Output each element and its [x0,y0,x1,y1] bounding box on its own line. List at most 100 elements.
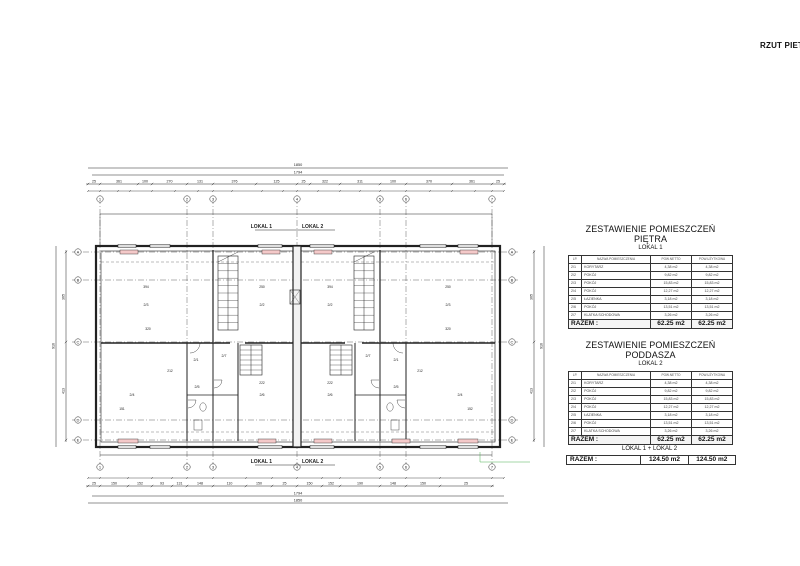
axis-letter: A [511,249,514,254]
axis-bubble [402,463,410,471]
inner-dim: 212 [417,369,423,373]
lokal-label-top: LOKAL 2 [302,224,324,230]
cell-uzytkowa: 9,82 m2 [690,387,734,396]
bottom-dim-tick [438,484,442,488]
skylight [459,249,479,255]
axis-bubble [508,338,516,346]
col-name: NAZWA POMIESZCZENIA [581,255,651,264]
top-dim-tick-2 [98,189,102,193]
cell-netto: 9,82 m2 [649,271,692,280]
schedule-poddasza-unit: LOKAL 2 [638,361,663,367]
cell-lp: 2/4 [567,287,583,296]
axis-bubble [508,248,516,256]
top-dim-tick [254,182,258,186]
cell-name: POKÓJ [581,287,651,296]
top-dim-tick [502,182,506,186]
top-dim-tick-2 [428,189,432,193]
bottom-dim-tick [185,484,189,488]
lokal-label-bottom: LOKAL 1 [251,459,273,465]
bottom-dim-label: 152 [137,482,143,486]
cell-name: POKÓJ [581,279,651,288]
bottom-dim-tick [378,484,382,488]
col-lp: LP. [567,371,583,380]
cell-name: POKÓJ [581,395,651,404]
cell-netto: 13,51 m2 [649,303,692,312]
axis-number: 4 [296,464,299,469]
top-dim-tick-2 [116,189,120,193]
axis-bubble [74,248,82,256]
bottom-dim-label: 148 [197,482,203,486]
shower-icon [193,419,203,431]
table-header-row: LP. NAZWA POMIESZCZENIA POW.NETTO POW.UŻ… [567,255,734,264]
top-dim-label: 25 [92,180,96,184]
top-dim-tick [185,182,189,186]
total-label: RAZEM : [568,319,651,329]
bottom-dim-label: 150 [111,482,117,486]
top-dim-tick [98,182,102,186]
room-label: 2/6 [328,393,333,397]
shower-icon [390,419,400,431]
cell-lp: 2/4 [567,403,583,412]
cell-name: ŁAZIENKA [581,295,651,304]
party-wall [292,245,302,448]
bottom-dim-label: 150 [307,482,313,486]
top-dim-label: 311 [357,180,363,184]
axis-number: 2 [186,464,189,469]
col-name: NAZWA POMIESZCZENIA [581,371,651,380]
bottom-dim-tick [338,484,342,488]
schedule-pietra: ZESTAWIENIE POMIESZCZEŃ PIĘTRA LOKAL 1 L… [567,224,734,329]
cell-uzytkowa: 15,83 m2 [690,279,734,288]
cell-lp: 2/5 [567,295,583,304]
top-dim-label: 25 [302,180,306,184]
top-dim-label: 125 [274,180,280,184]
top-dim-tick [490,182,494,186]
inner-dim: 222 [259,381,265,385]
top-dim-tick [338,182,342,186]
axis-number: 2 [186,196,189,201]
axis-bubble [488,195,496,203]
room-label: 2/1 [394,358,399,362]
bottom-dim-tick-2 [502,476,506,480]
bottom-dim-tick [126,484,130,488]
top-dim-tick-2 [316,189,320,193]
stairs-break [217,251,239,263]
axis-bubble [183,195,191,203]
skylight [391,438,411,444]
top-dim-tick-2 [338,189,342,193]
bottom-dim-tick-2 [86,476,90,480]
cell-name: ŁAZIENKA [581,411,651,420]
schedule-poddasza-subtitle: PODDASZA [625,350,676,360]
grand-total-netto: 124.50 m2 [640,455,689,465]
bottom-dim-label: 150 [420,482,426,486]
axis-bubble [74,276,82,284]
cell-uzytkowa: 3,18 m2 [690,411,734,420]
axis-bubble [508,276,516,284]
top-dim-tick-2 [211,189,215,193]
door-arc [189,342,201,354]
top-dim-tick-2 [295,189,299,193]
cell-lp: 2/2 [567,271,583,280]
skylight [119,249,139,255]
top-dim-tick-2 [150,189,154,193]
right-dim-label: 413 [530,388,534,394]
bottom-dim-tick [86,484,90,488]
total-netto: 62.25 m2 [649,435,692,445]
cell-netto: 12,27 m2 [649,403,692,412]
cell-lp: 2/7 [567,311,583,320]
left-dim-label: 413 [62,388,66,394]
axis-bubble [508,416,516,424]
grand-total-label: RAZEM : [565,455,642,465]
top-dim-label: 100 [142,180,148,184]
cell-uzytkowa: 4,38 m2 [690,263,734,272]
schedule-pietra-unit: LOKAL 1 [638,245,663,251]
top-dim-label: 361 [469,180,475,184]
total-uzytkowa: 62.25 m2 [690,435,734,445]
bottom-dim-tick [404,484,408,488]
bottom-dim-label: 25 [92,482,96,486]
top-dim-tick-2 [260,189,264,193]
axis-bubble [209,463,217,471]
axis-bubble [74,338,82,346]
skylight [117,438,139,444]
top-dim-label: 322 [322,180,328,184]
